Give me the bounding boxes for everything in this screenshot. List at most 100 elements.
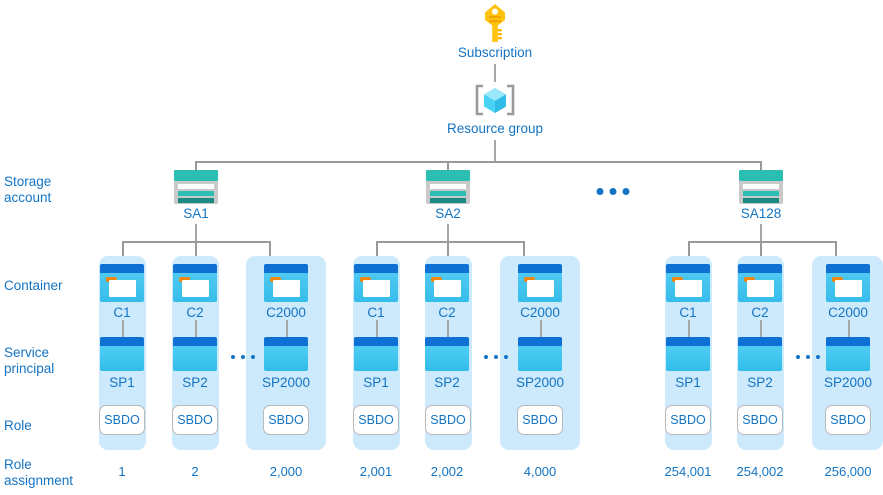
storage-label-sa128: SA128 — [740, 206, 782, 221]
container-label-sa128-c2: C2 — [751, 305, 769, 320]
container-drop-sa2-c2 — [447, 241, 449, 265]
service-principal-icon-sa1-sp2 — [173, 337, 217, 371]
container-label-sa128-c1: C1 — [679, 305, 697, 320]
role-assignment-sa1-c1: 1 — [118, 464, 126, 479]
connector-rg-to-storage-bus — [494, 140, 496, 162]
service-principal-label-sa1-sp1: SP1 — [109, 375, 135, 390]
container-drop-sa1-c2 — [195, 241, 197, 265]
storage-account-icon-sa128 — [739, 170, 783, 204]
role-badge-sa2-c2: SBDO — [425, 405, 471, 435]
row-label-role-assignment: Role assignment — [4, 457, 74, 488]
service-principal-icon-sa128-sp1 — [666, 337, 710, 371]
storage-drop-sa2 — [447, 161, 449, 170]
service-principal-label-sa128-sp1: SP1 — [675, 375, 701, 390]
role-badge-sa128-c2000: SBDO — [825, 405, 871, 435]
container-icon-sa2-c2 — [425, 264, 469, 302]
role-assignment-sa2-c2: 2,002 — [430, 464, 464, 479]
container-icon-sa128-c2 — [738, 264, 782, 302]
connector-sa1-c2000-to-sp2000 — [286, 320, 288, 338]
container-label-sa1-c2: C2 — [186, 305, 204, 320]
role-assignment-sa2-c2000: 4,000 — [523, 464, 557, 479]
connector-sa128-c2-to-sp2 — [760, 320, 762, 338]
container-drop-sa2-c1 — [376, 241, 378, 265]
container-label-sa128-c2000: C2000 — [828, 305, 868, 320]
subscription-label: Subscription — [457, 45, 533, 60]
service-principal-label-sa2-sp1: SP1 — [363, 375, 389, 390]
container-label-sa1-c1: C1 — [113, 305, 131, 320]
container-icon-sa1-c1 — [100, 264, 144, 302]
row-label-service-principal: Service principal — [4, 345, 55, 376]
service-principal-icon-sa2-sp2 — [425, 337, 469, 371]
key-icon — [477, 3, 513, 43]
role-assignment-sa128-c2000: 256,000 — [824, 464, 872, 479]
role-assignment-sa2-c1: 2,001 — [359, 464, 393, 479]
storage-bus-horizontal — [195, 161, 761, 163]
storage-account-icon-sa2 — [426, 170, 470, 204]
container-bus-sa2 — [376, 241, 524, 243]
storage-label-sa2: SA2 — [435, 206, 461, 221]
container-drop-sa128-c2 — [760, 241, 762, 265]
role-badge-sa1-c2: SBDO — [172, 405, 218, 435]
row-label-container: Container — [4, 278, 63, 293]
connector-sa2-c1-to-sp1 — [376, 320, 378, 338]
connector-sa128-c2000-to-sp2000 — [848, 320, 850, 338]
role-badge-sa1-c2000: SBDO — [263, 405, 309, 435]
connector-sa128-c1-to-sp1 — [688, 320, 690, 338]
container-icon-sa1-c2000 — [264, 264, 308, 302]
service-principal-label-sa2-sp2: SP2 — [434, 375, 460, 390]
cube-icon — [472, 80, 518, 120]
role-badge-sa128-c1: SBDO — [665, 405, 711, 435]
service-principal-icon-sa2-sp1 — [354, 337, 398, 371]
row-label-role: Role — [4, 418, 32, 433]
service-principal-icon-sa1-sp2000 — [264, 337, 308, 371]
column-ellipsis-sa2 — [484, 355, 508, 359]
container-drop-sa1-c1 — [122, 241, 124, 265]
storage-drop-sa1 — [195, 161, 197, 170]
container-icon-sa1-c2 — [173, 264, 217, 302]
storage-account-icon-sa1 — [174, 170, 218, 204]
container-icon-sa128-c2000 — [826, 264, 870, 302]
container-label-sa1-c2000: C2000 — [266, 305, 306, 320]
storage-drop-sa128 — [760, 161, 762, 170]
resource-group-label: Resource group — [446, 121, 544, 136]
role-assignment-sa1-c2000: 2,000 — [269, 464, 303, 479]
service-principal-label-sa2-sp2000: SP2000 — [515, 375, 565, 390]
role-badge-sa128-c2: SBDO — [737, 405, 783, 435]
service-principal-icon-sa2-sp2000 — [518, 337, 562, 371]
service-principal-icon-sa128-sp2000 — [826, 337, 870, 371]
container-drop-sa128-c2000 — [835, 241, 837, 265]
service-principal-icon-sa1-sp1 — [100, 337, 144, 371]
container-icon-sa2-c2000 — [518, 264, 562, 302]
service-principal-icon-sa128-sp2 — [738, 337, 782, 371]
connector-sa1-c1-to-sp1 — [122, 320, 124, 338]
service-principal-label-sa1-sp2000: SP2000 — [261, 375, 311, 390]
role-badge-sa2-c1: SBDO — [353, 405, 399, 435]
role-assignment-sa1-c2: 2 — [191, 464, 199, 479]
container-label-sa2-c1: C1 — [367, 305, 385, 320]
connector-sa2-to-container-bus — [447, 224, 449, 242]
container-label-sa2-c2: C2 — [438, 305, 456, 320]
container-icon-sa128-c1 — [666, 264, 710, 302]
row-label-storage-account: Storage account — [4, 174, 52, 205]
container-drop-sa2-c2000 — [523, 241, 525, 265]
storage-row-ellipsis — [596, 188, 630, 195]
connector-subscription-to-rg — [494, 64, 496, 82]
connector-sa1-to-container-bus — [195, 224, 197, 242]
service-principal-label-sa1-sp2: SP2 — [182, 375, 208, 390]
service-principal-label-sa128-sp2000: SP2000 — [823, 375, 873, 390]
storage-label-sa1: SA1 — [183, 206, 209, 221]
role-badge-sa2-c2000: SBDO — [517, 405, 563, 435]
service-principal-label-sa128-sp2: SP2 — [747, 375, 773, 390]
column-ellipsis-sa128 — [796, 355, 820, 359]
connector-sa128-to-container-bus — [760, 224, 762, 242]
container-drop-sa128-c1 — [688, 241, 690, 265]
connector-sa2-c2-to-sp2 — [447, 320, 449, 338]
container-bus-sa128 — [688, 241, 836, 243]
container-drop-sa1-c2000 — [269, 241, 271, 265]
role-assignment-sa128-c1: 254,001 — [664, 464, 712, 479]
container-label-sa2-c2000: C2000 — [520, 305, 560, 320]
connector-sa1-c2-to-sp2 — [195, 320, 197, 338]
role-assignment-sa128-c2: 254,002 — [736, 464, 784, 479]
container-icon-sa2-c1 — [354, 264, 398, 302]
